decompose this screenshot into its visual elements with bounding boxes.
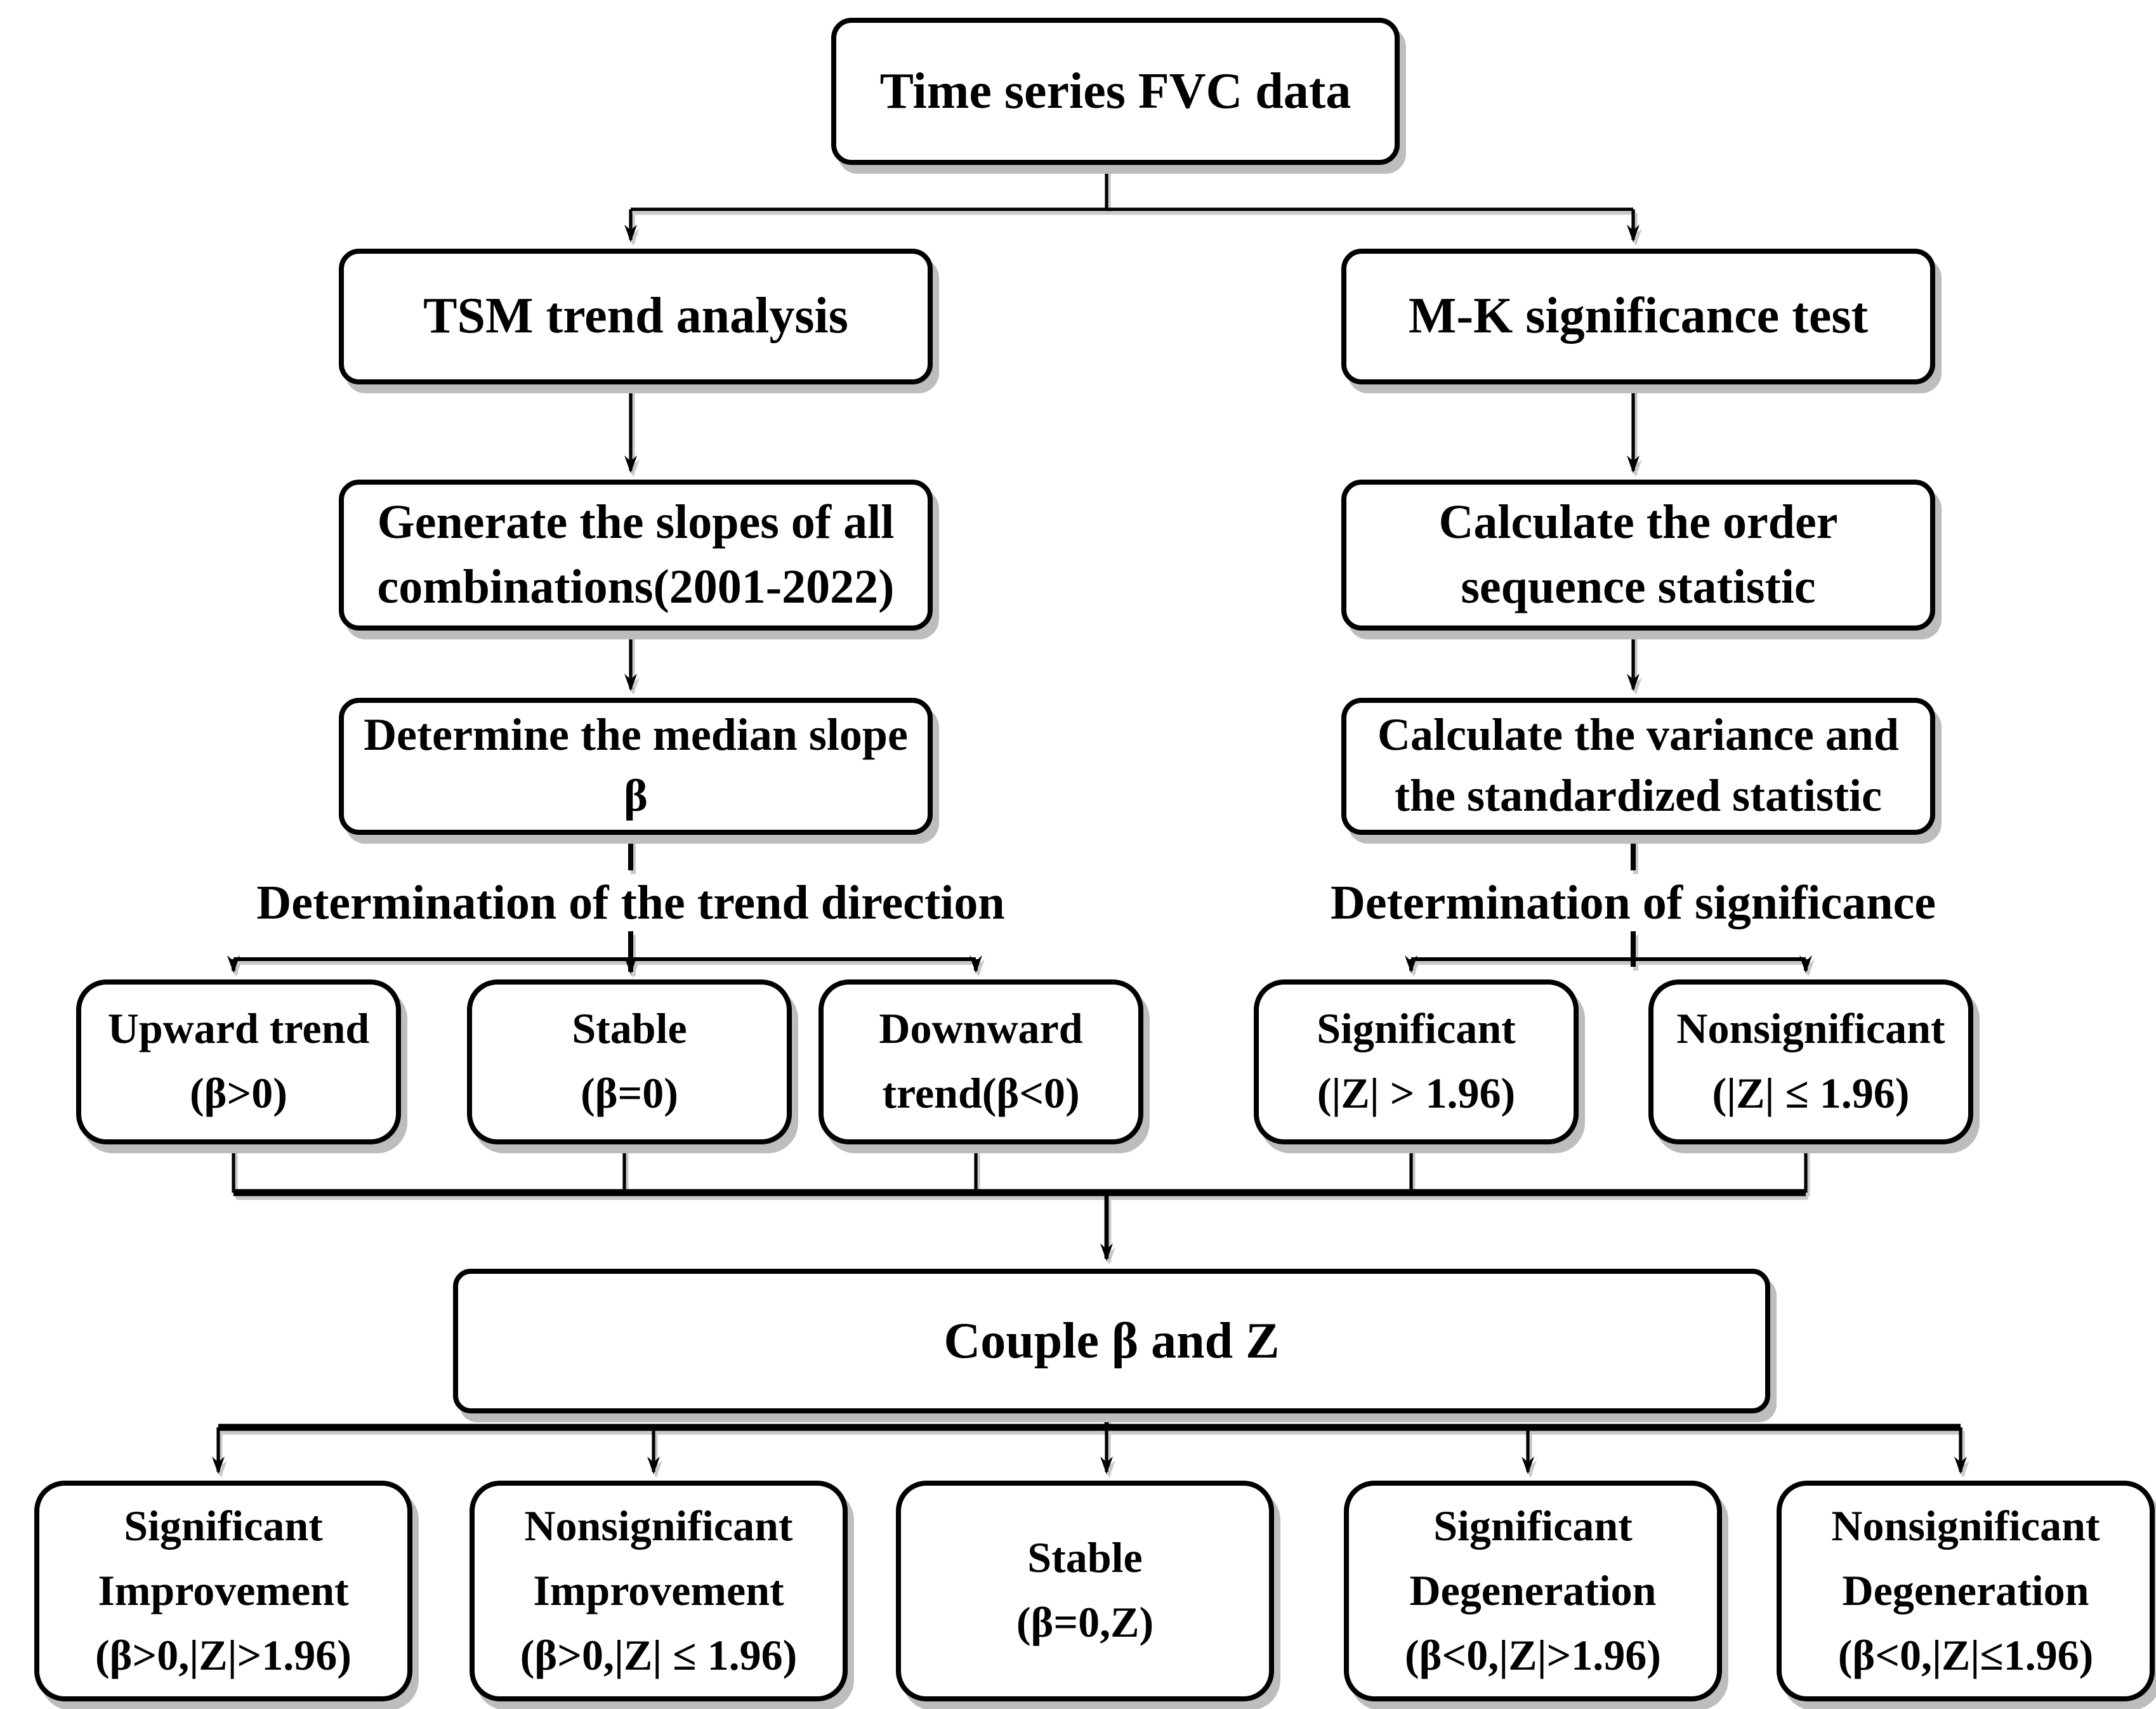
node-significant: Significant (|Z| > 1.96) <box>1254 979 1579 1144</box>
node-mk-significance-test: M-K significance test <box>1341 249 1935 384</box>
root-split-connector <box>624 155 1640 242</box>
node-time-series-fvc-data: Time series FVC data <box>831 18 1400 165</box>
significance-branch-bar <box>1405 955 1812 973</box>
node-nonsignificant: Nonsignificant (|Z| ≤ 1.96) <box>1648 979 1973 1144</box>
node-couple-beta-z: Couple β and Z <box>453 1269 1770 1413</box>
node-variance-standardized-statistic: Calculate the variance and the standardi… <box>1341 698 1935 835</box>
node-significant-improvement: Significant Improvement (β>0,|Z|>1.96) <box>34 1481 412 1701</box>
node-significant-degeneration: Significant Degeneration (β<0,|Z|>1.96) <box>1344 1481 1722 1701</box>
label-trend-direction: Determination of the trend direction <box>136 875 1126 931</box>
node-stable-outcome: Stable (β=0,Z) <box>896 1481 1274 1701</box>
node-median-slope: Determine the median slope β <box>339 698 933 835</box>
fanout-bar <box>212 1403 1967 1474</box>
node-order-sequence-statistic: Calculate the order sequence statistic <box>1341 480 1935 631</box>
node-downward-trend: Downward trend(β<0) <box>818 979 1143 1144</box>
label-significance: Determination of significance <box>1202 875 2065 931</box>
node-stable-trend: Stable (β=0) <box>467 979 792 1144</box>
node-generate-slopes: Generate the slopes of all combinations(… <box>339 480 933 631</box>
trend-branch-bar <box>227 955 982 973</box>
collector-bar <box>232 1134 1808 1261</box>
node-nonsignificant-improvement: Nonsignificant Improvement (β>0,|Z| ≤ 1.… <box>470 1481 848 1701</box>
node-nonsignificant-degeneration: Nonsignificant Degeneration (β<0,|Z|≤1.9… <box>1777 1481 2155 1701</box>
node-upward-trend: Upward trend (β>0) <box>76 979 401 1144</box>
node-tsm-trend-analysis: TSM trend analysis <box>339 249 933 384</box>
